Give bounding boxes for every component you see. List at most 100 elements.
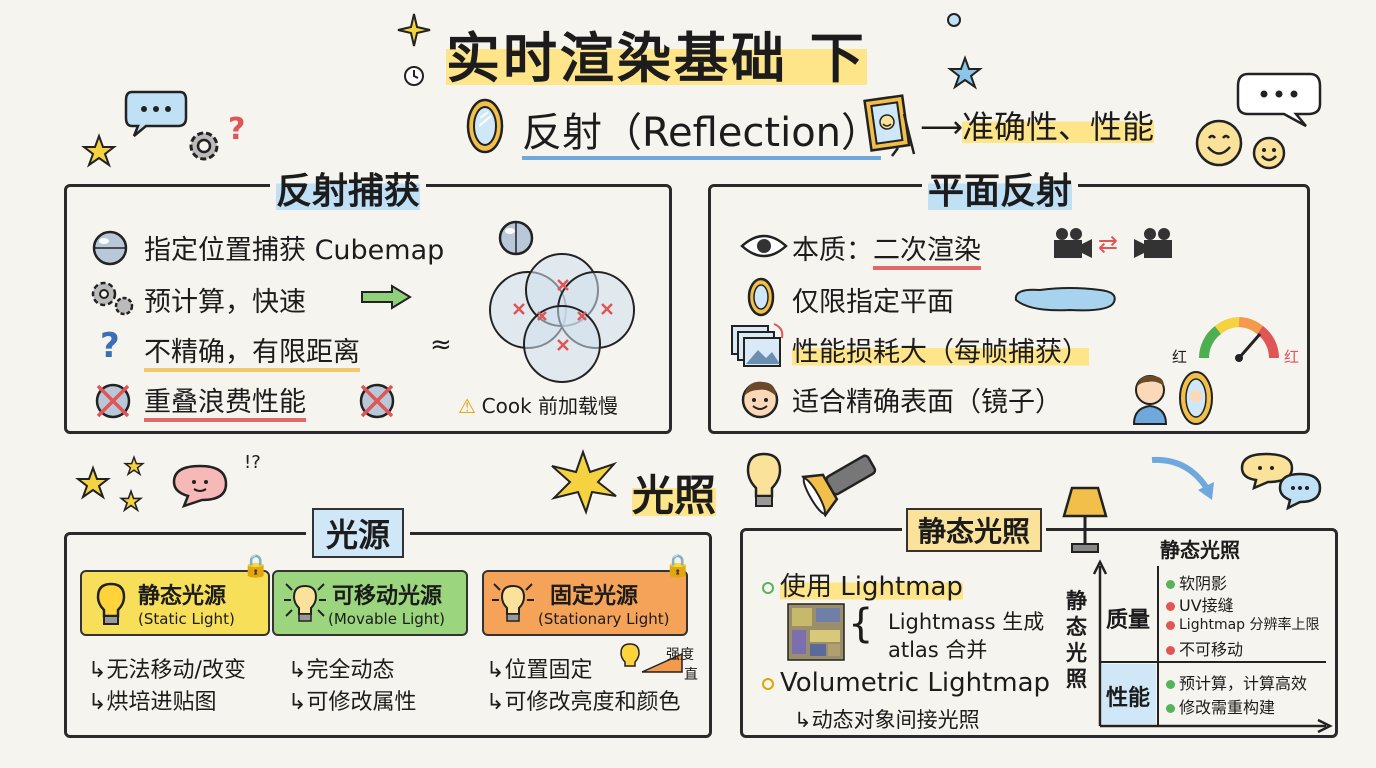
movable-light-en: (Movable Light) [328, 610, 446, 628]
planar-item-1-text: 仅限指定平面 [792, 287, 954, 318]
stationary-lightbulb-icon [492, 583, 534, 622]
star-icon [123, 455, 145, 477]
mirror-icon [747, 277, 775, 317]
clock-icon [404, 66, 424, 86]
planar-heading: 平面反射 [922, 162, 1079, 214]
planar-item-2: 性能损耗大（每帧捕获） [792, 330, 1089, 369]
brace-icon: { [848, 601, 874, 647]
star-icon [75, 465, 111, 500]
perf-item-2: 修改需重构建 [1166, 694, 1275, 718]
quality-label-text: 质量 [1106, 608, 1151, 633]
flashlight-icon [801, 454, 877, 518]
reflection-note: 准确性、性能 [962, 102, 1155, 148]
swap-arrow-icon: ⇄ [1098, 230, 1119, 258]
perf-item-1: 预计算，计算高效 [1166, 670, 1307, 694]
planar-item-3-text: 适合精确表面（镜子） [792, 387, 1062, 418]
speech-bubble-icon [1240, 452, 1294, 491]
movable-light-name: 可移动光源 [332, 584, 443, 609]
movable-light-note-1-text: 完全动态 [306, 658, 395, 683]
squiggle-icon: ≈ [430, 330, 452, 360]
static-lighting-heading: 静态光照 [902, 508, 1047, 552]
bullet-dot [1166, 620, 1175, 630]
images-stack-icon [731, 323, 784, 367]
quality-item-4: 不可移动 [1166, 636, 1243, 660]
bullet-dot [1166, 602, 1175, 611]
static-axis-label: 静态光照 [1066, 588, 1090, 692]
perf-item-2-text: 修改需重构建 [1179, 698, 1276, 717]
question-icon: ? [228, 112, 246, 147]
static-axis-text: 静态光照 [1066, 589, 1087, 691]
planar-essence-value: 二次渲染 [873, 235, 981, 270]
camera-icon [1134, 228, 1172, 258]
gear-icon [189, 131, 219, 161]
capture-item-4-text: 重叠浪费性能 [144, 387, 306, 422]
planar-essence: 本质：二次渲染 [792, 228, 981, 270]
sphere-icon [498, 220, 534, 256]
atlas-text: atlas 合并 [888, 638, 988, 662]
sparkle-icon [397, 13, 431, 47]
smiley-icon [1195, 119, 1243, 167]
intensity-ramp-icon [641, 652, 683, 673]
capture-item-3-text: 不精确，有限距离 [144, 337, 360, 372]
quality-item-2-text: UV接缝 [1179, 596, 1234, 615]
capture-item-4: 重叠浪费性能 [144, 380, 306, 422]
planar-item-2-text: 性能损耗大（每帧捕获） [792, 337, 1089, 368]
overlapping-spheres-diagram [489, 253, 635, 383]
curved-arrow-icon [1151, 456, 1214, 500]
bullet-dot [1166, 646, 1175, 655]
intensity-axis-label: 直 [684, 664, 698, 684]
bubble-dot-icon [947, 13, 961, 27]
static-light-note-2-text: 烘培进贴图 [106, 690, 217, 715]
table-axes [1092, 559, 1333, 734]
sunburst-icon [550, 448, 618, 516]
static-table-title: 静态光照 [1160, 534, 1240, 563]
stationary-light-note-1-text: 位置固定 [504, 658, 593, 683]
lightmass-text: Lightmass 生成 [888, 610, 1045, 634]
bullet-dot [762, 581, 774, 594]
perf-item-1-text: 预计算，计算高效 [1179, 674, 1308, 693]
sources-heading: 光源 [306, 508, 411, 558]
capture-item-1: 指定位置捕获 Cubemap [144, 228, 444, 267]
static-table-title-text: 静态光照 [1160, 538, 1240, 562]
capture-heading-text: 反射捕获 [276, 171, 421, 212]
speech-bubble-icon [124, 90, 188, 137]
stationary-light-card: 固定光源 (Stationary Light) [482, 570, 688, 636]
movable-light-note-2: ↳可修改属性 [288, 690, 417, 715]
stationary-light-note-1: ↳位置固定 [486, 658, 593, 683]
perf-label: 性能 [1106, 680, 1150, 712]
static-light-note-2: ↳烘培进贴图 [88, 690, 217, 715]
lightmap-text: 使用 Lightmap [780, 572, 963, 602]
arrow-right-icon: ⟶ [920, 110, 964, 145]
capture-heading: 反射捕获 [270, 162, 427, 214]
reflection-heading: 反射（Reflection） [522, 100, 882, 160]
sphere-icon [92, 230, 128, 266]
lightbulb-icon [96, 582, 126, 625]
mirror-icon [466, 98, 504, 154]
star-icon [118, 488, 144, 513]
volumetric-note-text: 动态对象间接光照 [811, 708, 980, 732]
lighting-heading: 光照 [632, 462, 717, 523]
bullet-dot [1166, 580, 1175, 589]
reflection-heading-text: 反射（Reflection） [522, 110, 882, 160]
star-icon [81, 133, 117, 168]
exclamation-icon: !? [244, 452, 261, 473]
standing-mirror-icon [863, 94, 916, 157]
capture-item-2-text: 预计算，快速 [144, 287, 306, 318]
camera-icon [1054, 228, 1092, 258]
stationary-light-name: 固定光源 [550, 584, 639, 609]
speech-bubble-icon [1278, 472, 1322, 511]
gauge-left-label: 红 [1172, 346, 1187, 367]
crossed-sphere-icon [95, 383, 131, 419]
volumetric-note: ↳动态对象间接光照 [794, 708, 980, 732]
lighting-heading-text: 光照 [632, 471, 717, 520]
capture-item-1-text: 指定位置捕获 Cubemap [144, 235, 445, 266]
planar-essence-label: 本质： [792, 235, 873, 266]
lightmap-texture-icon [787, 603, 845, 661]
gauge-right-text: 红 [1284, 348, 1300, 366]
movable-light-card: 可移动光源 (Movable Light) [272, 570, 468, 636]
quality-item-4-text: 不可移动 [1179, 640, 1244, 659]
lightmass-note: Lightmass 生成 [888, 606, 1044, 636]
static-light-en: (Static Light) [138, 610, 235, 628]
title-text: 实时渲染基础 下 [446, 27, 867, 90]
gauge-right-label: 红 [1284, 346, 1299, 367]
